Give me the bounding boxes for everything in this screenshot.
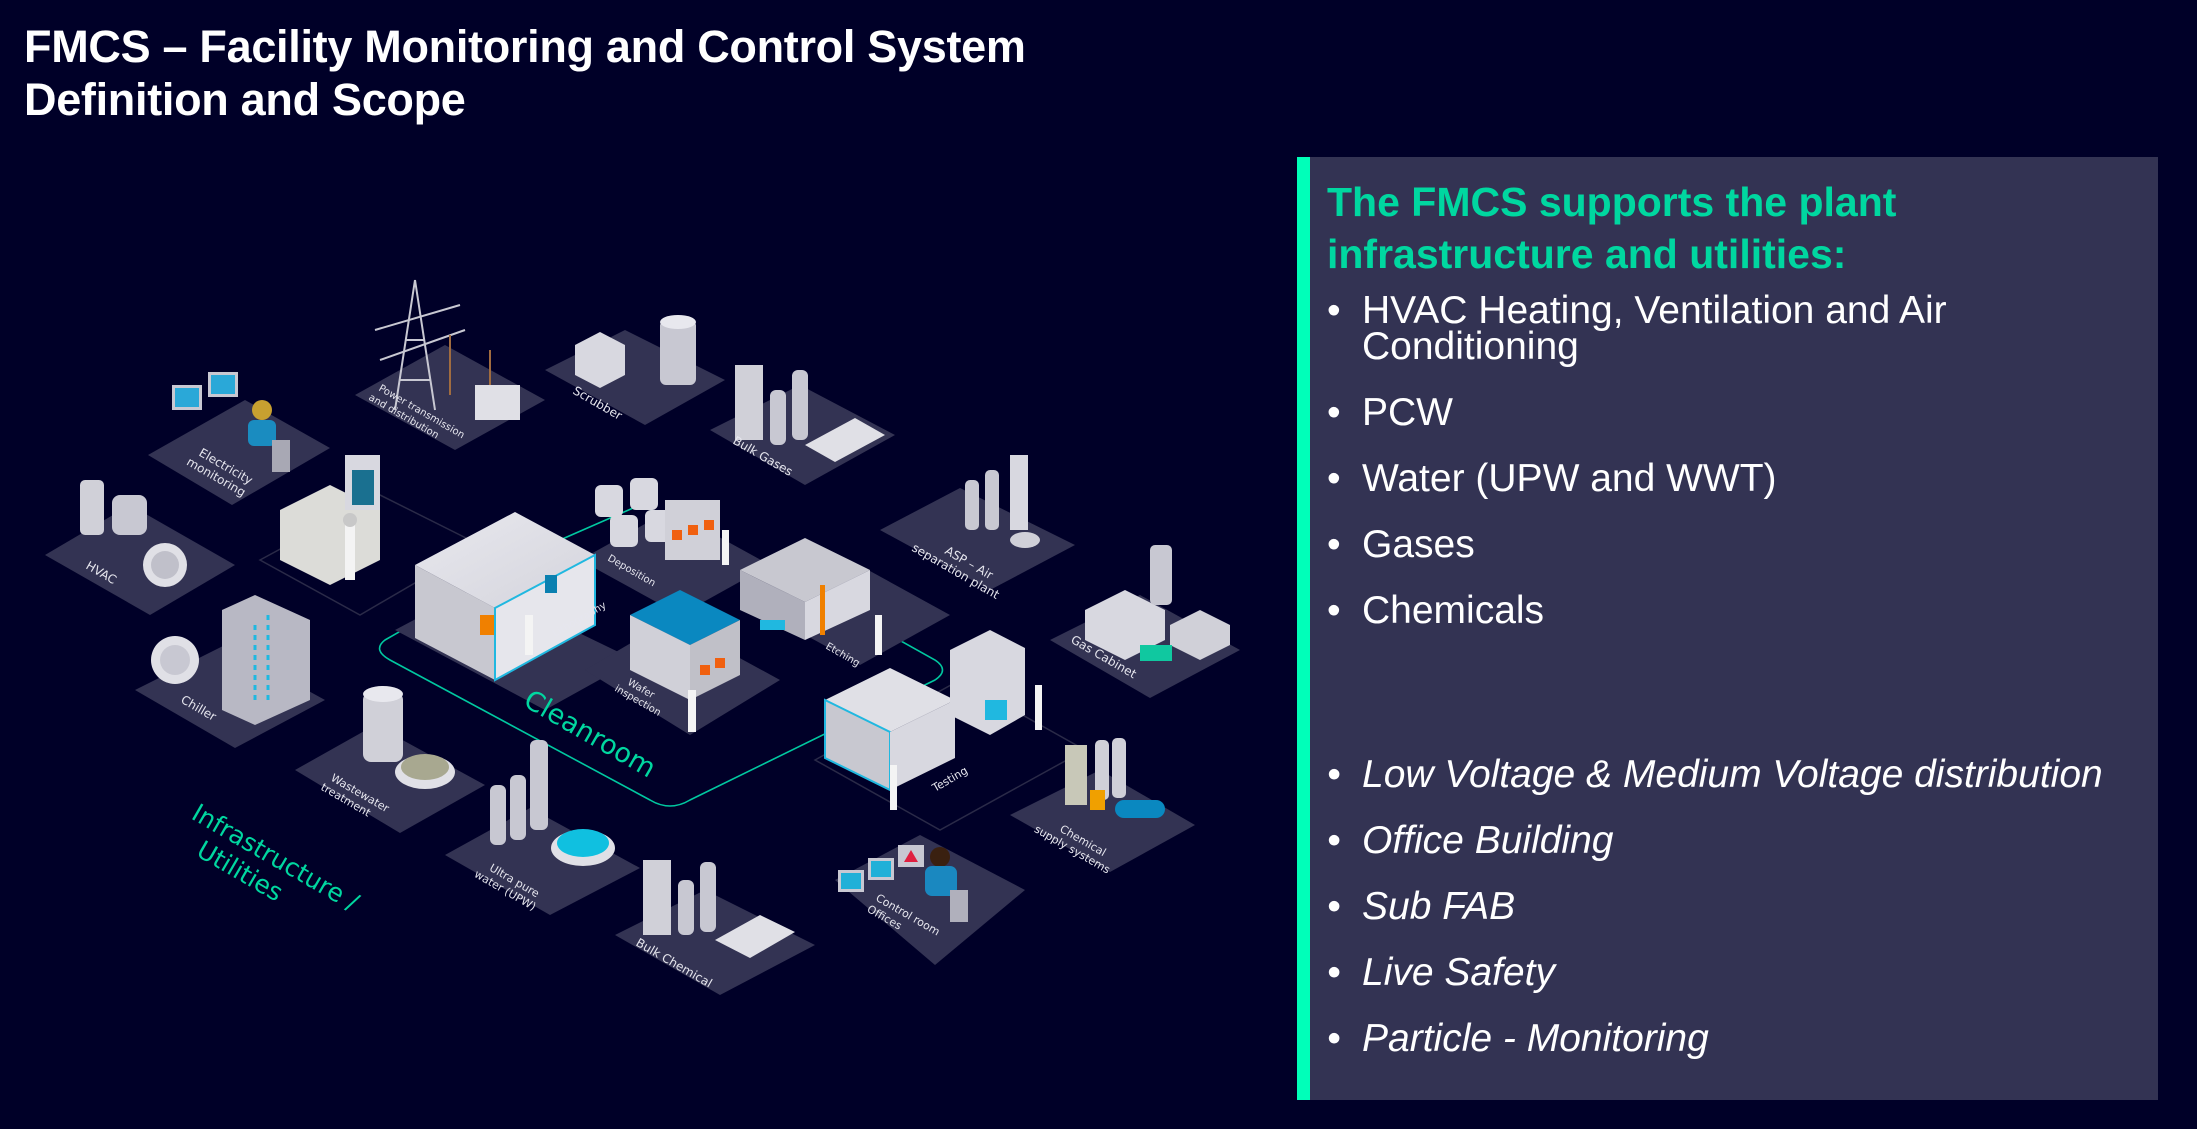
gas-cabinet-icon — [1085, 545, 1230, 661]
cleanroom-outline — [378, 504, 944, 807]
scope-item-water: Water (UPW and WWT) — [1327, 459, 2127, 498]
scope-item-safety: Live Safety — [1327, 953, 2127, 992]
scope-item-chemicals: Chemicals — [1327, 591, 2127, 630]
asp-icon — [965, 455, 1040, 548]
facility-illustration: Electricity monitoring Power transmissio… — [45, 279, 1240, 995]
lithography-icon — [415, 512, 596, 682]
upw-icon — [490, 740, 615, 866]
slide-title: FMCS – Facility Monitoring and Control S… — [24, 20, 1026, 126]
list-spacer — [1327, 659, 2127, 695]
scope-item-voltage: Low Voltage & Medium Voltage distributio… — [1327, 755, 2127, 794]
scrubber-icon — [575, 315, 696, 388]
bulk-gases-icon — [735, 365, 885, 462]
deposition-icon — [595, 478, 729, 565]
panel-heading: The FMCS supports the plant infrastructu… — [1327, 179, 1897, 277]
label-testing: Testing — [929, 764, 970, 795]
tile-scrubber — [545, 330, 725, 425]
scope-list: HVAC Heating, Ventilation and Air Condit… — [1327, 291, 2127, 1087]
wastewater-icon — [363, 686, 455, 789]
tile-wastewater — [295, 725, 485, 833]
accent-bar — [1297, 157, 1310, 1100]
tile-control-room — [835, 835, 1025, 965]
chemical-supply-icon — [1065, 738, 1165, 818]
scope-panel: The FMCS supports the plant infrastructu… — [1297, 157, 2158, 1100]
slide-title-line-1: FMCS – Facility Monitoring and Control S… — [24, 21, 1026, 72]
scope-item-hvac: HVAC Heating, Ventilation and Air Condit… — [1327, 291, 2127, 366]
scope-item-office: Office Building — [1327, 821, 2127, 860]
tile-chemical-supply — [1010, 770, 1195, 872]
tile-power — [355, 345, 545, 450]
bulk-chemical-icon — [643, 860, 795, 958]
scope-item-particle: Particle - Monitoring — [1327, 1019, 2127, 1058]
hvac-icon — [80, 480, 187, 587]
tile-asp — [880, 488, 1075, 590]
process-tool-icon — [280, 455, 380, 585]
electricity-monitoring-icon — [172, 372, 290, 472]
tile-electricity — [148, 400, 330, 505]
chiller-icon — [151, 595, 310, 725]
wafer-inspection-icon — [630, 590, 740, 732]
scope-item-subfab: Sub FAB — [1327, 887, 2127, 926]
scope-item-pcw: PCW — [1327, 393, 2127, 432]
slide-title-line-2: Definition and Scope — [24, 74, 466, 125]
testing-icon — [824, 630, 1042, 810]
control-room-icon — [838, 845, 968, 922]
scope-item-gases: Gases — [1327, 525, 2127, 564]
power-tower-icon — [374, 279, 520, 420]
etching-icon — [740, 538, 882, 655]
